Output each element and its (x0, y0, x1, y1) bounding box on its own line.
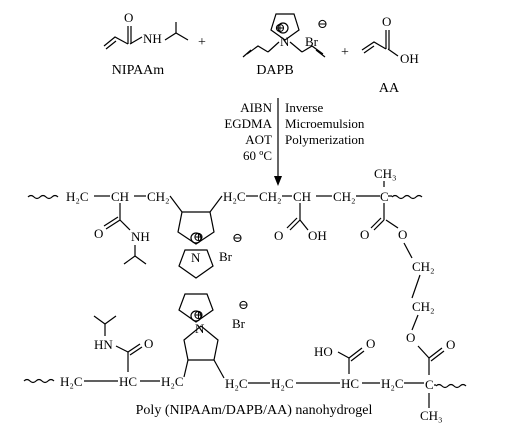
chain1-acid-oh: OH (308, 228, 327, 243)
aa-label: AA (379, 81, 400, 96)
chain2-methyl: CH₃ (420, 408, 443, 423)
aa-oh: OH (400, 51, 419, 66)
nipaam-structure: O NH (103, 10, 189, 50)
chain2-acid-ho: HO (314, 344, 333, 359)
chain1-linker-ch2-1: CH₂ (412, 259, 435, 274)
plus-sign-1: + (198, 35, 206, 50)
nipaam-oxygen: O (124, 10, 133, 25)
chain1-nitrogen: N (191, 250, 201, 265)
chain2-amide-oxygen: O (144, 336, 153, 351)
chain2-bromide: Br (232, 316, 246, 331)
condition-temperature: 60 ºC (243, 148, 272, 163)
product-chain-1: H₂C CH CH₂ H₂C CH₂ CH CH₂ C CH₃ O NH ⊕ N… (27, 166, 435, 345)
nipaam-nh: NH (143, 31, 162, 46)
chain1-quaternary-c: C (380, 189, 389, 204)
reaction-arrowhead (274, 176, 282, 186)
chain1-ch-acid: CH (293, 189, 311, 204)
chain2-wavy-start (23, 378, 55, 384)
chain2-ester-oxygen: O (446, 337, 455, 352)
chain2-h2c-mid-2: H₂C (271, 376, 294, 391)
condition-initiator: AIBN (240, 100, 272, 115)
chain1-amide-nh: NH (131, 229, 150, 244)
chain2-h2c-mid: H₂C (225, 376, 248, 391)
chain1-ch2: CH₂ (147, 189, 170, 204)
dapb-nitrogen: N (280, 34, 290, 49)
chain1-n-charge: ⊕ (193, 229, 204, 244)
condition-method-3: Polymerization (285, 132, 365, 147)
chain1-ester-oxygen-carbonyl: O (360, 227, 369, 242)
chain2-hc: HC (119, 374, 137, 389)
dapb-charge: ⊕ (275, 20, 286, 35)
product-chain-2: H₂C HC H₂C H₂C H₂C HC H₂C C CH₃ O HN ⊕ N… (23, 293, 467, 423)
chain1-methyl: CH₃ (374, 166, 397, 181)
chain1-ch: CH (111, 189, 129, 204)
chain1-amide-oxygen: O (94, 226, 103, 241)
chain2-quaternary-c: C (425, 377, 434, 392)
aa-oxygen: O (382, 14, 391, 29)
chain2-pyrrolidine-ring (183, 325, 219, 361)
chain2-amide-hn: HN (94, 337, 113, 352)
chain2-pyrrolidinium-ring (178, 293, 214, 323)
chain1-wavy-end (391, 194, 423, 200)
chain2-h2c: H₂C (60, 374, 83, 389)
chain2-acid-oxygen: O (366, 336, 375, 351)
chain1-wavy-start (27, 194, 59, 200)
chain1-h2c-ring: H₂C (223, 189, 246, 204)
product-caption: Poly (NIPAAm/DAPB/AA) nanohydrogel (136, 403, 373, 418)
chain1-pyrrolidinium-ring (178, 249, 214, 279)
chain1-ester-oxygen: O (398, 227, 407, 242)
condition-surfactant: AOT (245, 132, 272, 147)
chain2-n-charge: ⊕ (193, 307, 204, 322)
chain1-bromide: Br (219, 249, 233, 264)
chain2-hc-acid: HC (341, 376, 359, 391)
chain1-pyrrolidine-ring (177, 211, 215, 245)
chain1-bromide-charge: ⊖ (232, 230, 243, 245)
dapb-bromide-charge: ⊖ (317, 16, 328, 31)
chain2-wavy-end (435, 383, 467, 389)
chain1-acid-oxygen: O (274, 228, 283, 243)
condition-method-2: Microemulsion (285, 116, 365, 131)
plus-sign-2: + (341, 45, 349, 60)
chain1-ch2-end: CH₂ (333, 189, 356, 204)
chain2-nitrogen: N (195, 321, 205, 336)
chain2-bromide-charge: ⊖ (238, 297, 249, 312)
conditions-left: AIBN EGDMA AOT 60 ºC (224, 100, 272, 163)
aa-structure: O OH (361, 14, 419, 66)
dapb-structure: ⊕ N Br ⊖ (242, 13, 328, 58)
chain1-h2c: H₂C (66, 189, 89, 204)
dapb-label: DAPB (256, 63, 293, 78)
nipaam-label: NIPAAm (112, 63, 164, 78)
condition-method-1: Inverse (285, 100, 323, 115)
dapb-bromide: Br (305, 34, 319, 49)
chain2-h2c-ring: H₂C (161, 374, 184, 389)
chain1-ch2-mid: CH₂ (259, 189, 282, 204)
chain2-h2c-end: H₂C (381, 376, 404, 391)
condition-crosslinker: EGDMA (224, 116, 272, 131)
conditions-right: Inverse Microemulsion Polymerization (285, 100, 365, 147)
chain1-linker-ch2-2: CH₂ (412, 299, 435, 314)
chain1-linker-oxygen: O (406, 330, 415, 345)
